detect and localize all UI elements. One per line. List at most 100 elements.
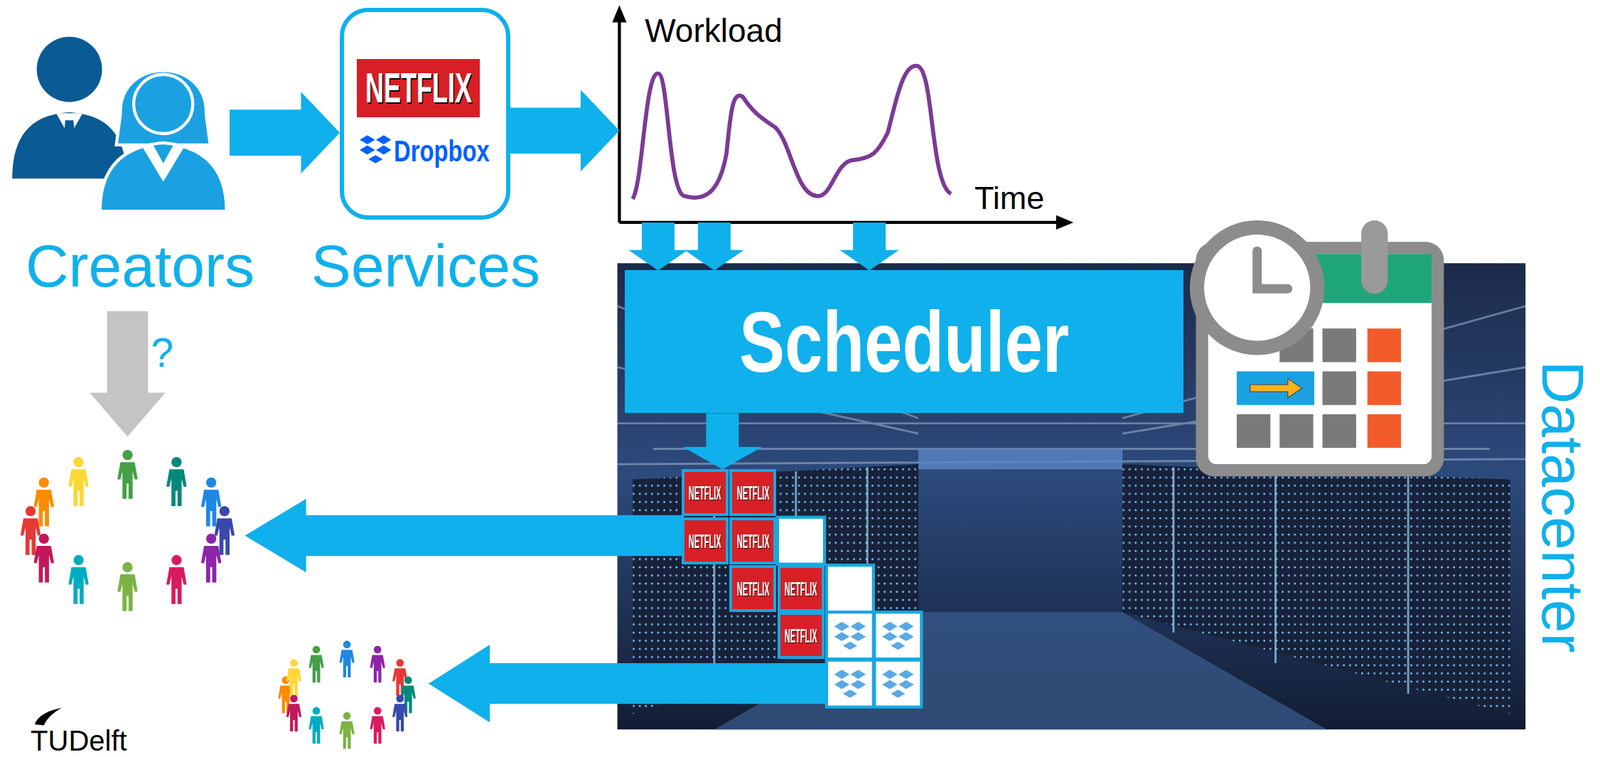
- datacenter-photo: [617, 262, 1527, 730]
- calendar-clock-icon: [1189, 220, 1325, 355]
- calendar-clock-icon: [1367, 414, 1401, 448]
- creators-icon: Creators: [9, 35, 230, 209]
- delivery-arrow: [245, 498, 684, 573]
- audience-ring: [33, 533, 55, 583]
- audience-ring: [68, 555, 89, 605]
- audience-ring: [166, 555, 187, 605]
- empty-tile: [777, 517, 825, 565]
- delivery-arrow: [428, 644, 827, 723]
- dropbox-tile: [826, 611, 922, 707]
- flow-arrow: [684, 222, 744, 271]
- netflix-tile: NETFLIX: [729, 565, 777, 612]
- logo-text: TUDelft: [30, 726, 128, 755]
- creators-icon: [100, 142, 227, 212]
- audience-ring: [166, 457, 187, 507]
- netflix-logo: NETFLIX: [356, 58, 480, 118]
- flow-arrow: [628, 222, 688, 271]
- dropbox-logo: Dropbox: [356, 130, 492, 172]
- region-label: Datacenter: [1533, 361, 1593, 654]
- audience-ring: [201, 533, 222, 583]
- datacenter-photo: [1274, 471, 1277, 664]
- calendar-clock-icon: [1361, 220, 1388, 294]
- delivery-arrow: [245, 498, 827, 723]
- audience-ring: [33, 477, 55, 527]
- workload-chart-axes: [632, 66, 952, 200]
- creators-icon: [36, 36, 103, 103]
- tile-text: NETFLIX: [688, 482, 722, 503]
- dropbox-tile: [874, 660, 922, 708]
- dropbox-tile: [834, 621, 867, 650]
- netflix-tile: NETFLIX: [681, 469, 729, 517]
- dropbox-tile: [874, 611, 922, 659]
- empty-tile: [777, 517, 874, 612]
- workload-chart: WorkloadTime: [619, 7, 1072, 222]
- component-label: Scheduler: [739, 299, 1070, 385]
- datacenter-photo: [918, 449, 1123, 470]
- audience-ring: [308, 646, 325, 684]
- creators-icon: [116, 70, 211, 145]
- tile-text: NETFLIX: [784, 625, 818, 646]
- axis-label: Workload: [644, 14, 782, 47]
- dropbox-icon: [359, 135, 392, 163]
- creators-icon: [133, 74, 193, 134]
- workload-chart-axes: [1056, 215, 1074, 230]
- audience-ring: [20, 449, 235, 612]
- logo-flame: [34, 707, 62, 726]
- audience-ring: [308, 707, 325, 745]
- audience-ring: [117, 562, 138, 612]
- calendar-clock-icon: [1322, 328, 1357, 362]
- calendar-clock-icon: [1236, 414, 1271, 448]
- calendar-clock-icon: [1204, 234, 1310, 341]
- flow-arrow: [510, 89, 620, 172]
- logo-text: Dropbox: [393, 136, 490, 167]
- dropbox-tile: [882, 621, 915, 650]
- audience-ring: [286, 658, 303, 696]
- axis-label: Time: [974, 181, 1045, 214]
- dropbox-tile: [826, 660, 874, 708]
- netflix-tile: NETFLIX: [729, 517, 777, 565]
- calendar-clock-icon: [1367, 371, 1401, 405]
- calendar-clock-icon: [1322, 414, 1357, 448]
- tile-text: NETFLIX: [784, 578, 818, 599]
- datacenter-photo: [1172, 466, 1175, 633]
- calendar-clock-icon: [1322, 371, 1357, 405]
- flow-arrow: [682, 412, 762, 470]
- audience-ring: [68, 457, 89, 507]
- netflix-tile: NETFLIX: [777, 565, 825, 612]
- workload-chart-axes: [619, 221, 1060, 224]
- logo-text: NETFLIX: [365, 66, 472, 110]
- datacenter-photo: [617, 262, 1527, 730]
- dropbox-tile: [882, 669, 915, 698]
- workload-chart-axes: [611, 4, 627, 23]
- audience-ring: [339, 712, 355, 750]
- audience-ring: [369, 707, 386, 745]
- audience-ring: [117, 449, 138, 499]
- scheduler-band: Scheduler: [624, 270, 1185, 413]
- flow-arrow: [839, 222, 899, 271]
- node-heading: Services: [311, 235, 541, 296]
- flow-arrow: [229, 91, 340, 174]
- audience-ring: [277, 640, 416, 749]
- calendar-clock-icon: [1236, 371, 1315, 405]
- calendar-clock-icon: [1250, 378, 1303, 399]
- dropbox-tile: [834, 669, 867, 698]
- workload-chart-axes: [617, 16, 621, 223]
- calendar-clock-icon: [1257, 250, 1288, 289]
- datacenter-photo: [1407, 475, 1410, 694]
- datacenter-region: DatacenterSchedulerNETFLIXNETFLIXNETFLIX…: [617, 262, 1527, 730]
- creators-icon: [12, 36, 227, 212]
- question-arrow: [89, 311, 165, 438]
- dropbox-tile: [826, 611, 874, 659]
- service-box: ServicesNETFLIXDropbox: [339, 7, 511, 219]
- node-heading: Creators: [25, 235, 255, 296]
- creators-icon: [62, 120, 77, 163]
- empty-tile: [826, 565, 874, 612]
- creators-icon: [142, 145, 184, 182]
- calendar-clock-icon: [1279, 414, 1313, 448]
- calendar-clock-icon: [1189, 220, 1444, 477]
- audience-ring: [286, 694, 303, 732]
- netflix-tile: NETFLIX: [777, 611, 825, 659]
- audience-ring: [369, 646, 386, 684]
- audience-ring: [339, 640, 355, 678]
